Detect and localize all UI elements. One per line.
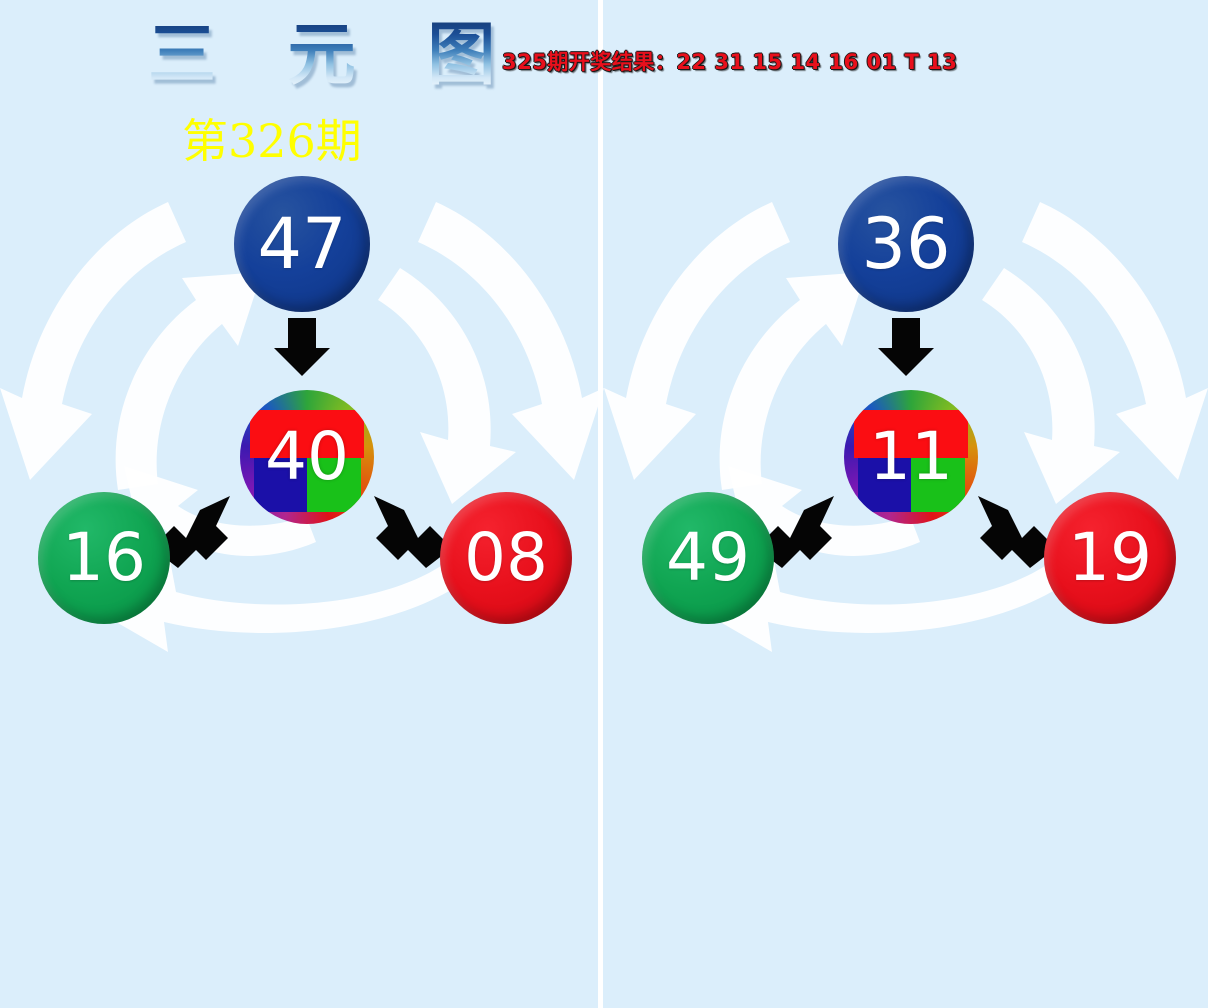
ball-right-number: 19 <box>1068 519 1152 596</box>
outer-arc-left-icon <box>604 202 790 480</box>
ball-top-number: 36 <box>861 203 951 285</box>
previous-draw-result: 325期开奖结果：22 31 15 14 16 01 T 13 <box>502 50 958 74</box>
center-segment-green <box>307 458 361 512</box>
outer-arc-left-icon <box>0 202 186 480</box>
page-title: 三 元 图 <box>148 16 520 95</box>
left-diagram: 47 40 16 08 <box>0 160 604 660</box>
center-segment-red <box>250 410 364 458</box>
outer-arc-right-icon <box>1022 202 1208 480</box>
inner-arc-down-left-icon <box>378 268 516 504</box>
ball-top[interactable]: 36 <box>838 176 974 312</box>
ball-right[interactable]: 08 <box>440 492 572 624</box>
black-arrow-down-icon <box>274 318 330 376</box>
issue-number-label: 第326期 <box>182 114 362 168</box>
center-segment-red <box>854 410 968 458</box>
ball-center[interactable]: 11 <box>844 390 978 524</box>
black-arrow-down-icon <box>878 318 934 376</box>
left-panel: 47 40 16 08 <box>0 160 604 660</box>
center-segment-green <box>911 458 965 512</box>
ball-top[interactable]: 47 <box>234 176 370 312</box>
right-diagram: 36 11 49 19 <box>604 160 1208 660</box>
ball-center-number: 40 <box>265 418 349 495</box>
ball-center-number: 11 <box>869 418 953 495</box>
ball-left[interactable]: 16 <box>38 492 170 624</box>
ball-right[interactable]: 19 <box>1044 492 1176 624</box>
right-panel: 36 11 49 19 <box>604 0 1208 1008</box>
ball-left-number: 49 <box>666 519 750 596</box>
ball-right-number: 08 <box>464 519 548 596</box>
inner-arc-down-left-icon <box>982 268 1120 504</box>
ball-center[interactable]: 40 <box>240 390 374 524</box>
ball-left-number: 16 <box>62 519 146 596</box>
ball-left[interactable]: 49 <box>642 492 774 624</box>
panel-divider <box>598 0 603 1008</box>
ball-top-number: 47 <box>257 203 347 285</box>
outer-arc-right-icon <box>418 202 604 480</box>
